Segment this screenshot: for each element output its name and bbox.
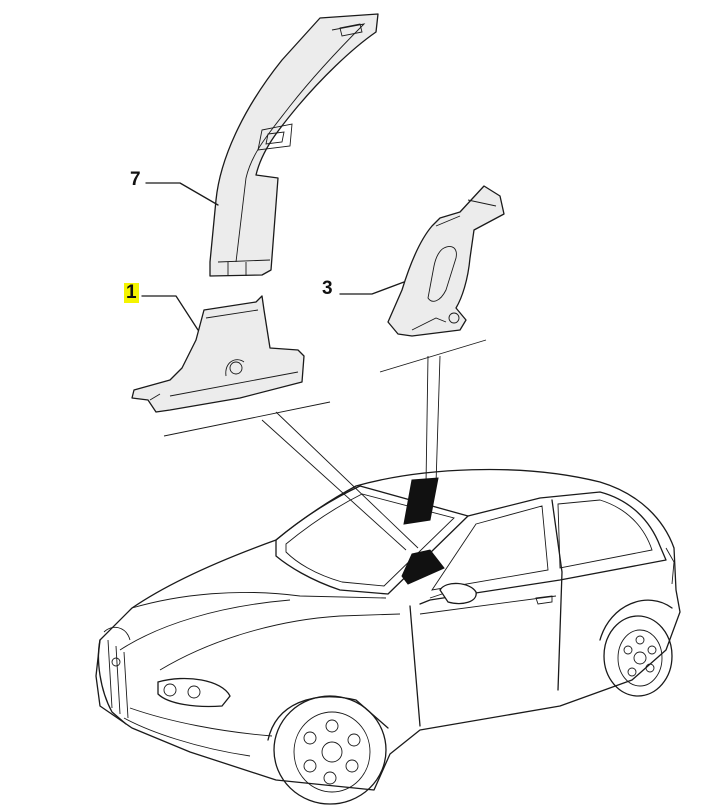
part-7-upper-pillar-trim bbox=[209, 13, 379, 277]
leader-line-3 bbox=[339, 281, 405, 295]
callout-3: 3 bbox=[322, 278, 333, 299]
car-body-outline bbox=[95, 468, 681, 805]
callout-7: 7 bbox=[130, 169, 141, 190]
assembly-guide-line-1 bbox=[163, 401, 331, 437]
part-3-b-pillar-trim bbox=[387, 185, 505, 337]
a-pillar-location-marker bbox=[401, 549, 445, 585]
leader-line-1 bbox=[141, 295, 199, 331]
callout-1: 1 bbox=[124, 282, 139, 303]
assembly-guide-line-3 bbox=[379, 339, 487, 373]
assembly-guide-lines bbox=[261, 355, 441, 551]
part-1-lower-pillar-trim bbox=[131, 295, 305, 413]
b-pillar-location-marker bbox=[403, 477, 439, 525]
leader-line-7 bbox=[145, 182, 219, 206]
